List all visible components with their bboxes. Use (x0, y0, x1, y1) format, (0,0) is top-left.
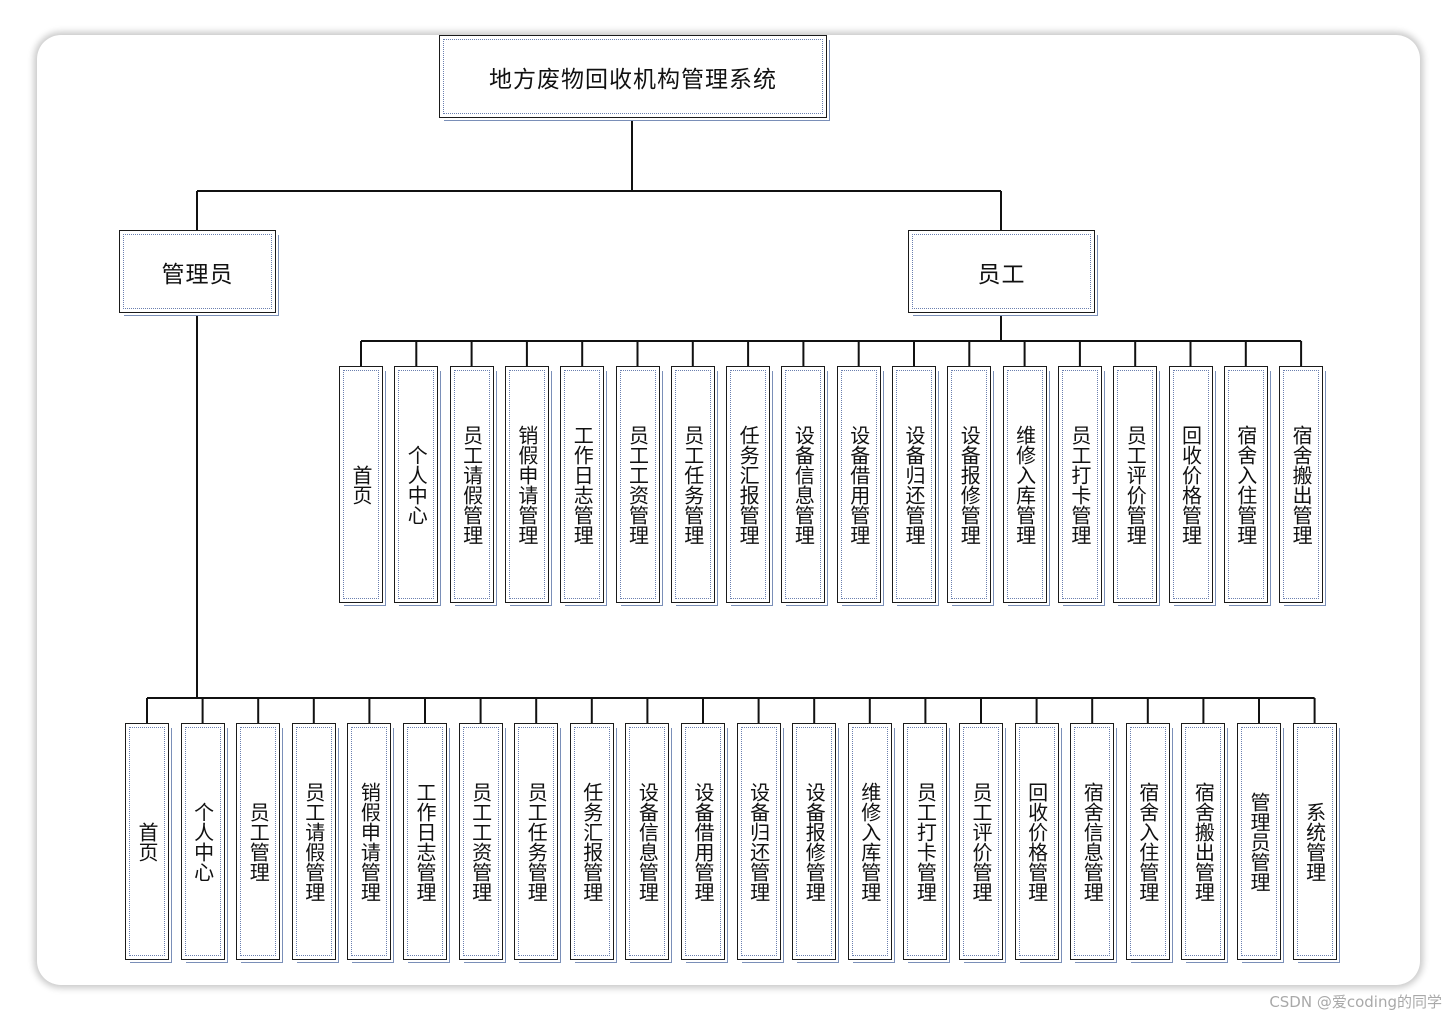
module-node: 系统管理 (1292, 723, 1337, 960)
module-node: 设备归还管理 (736, 723, 781, 960)
staff-role-label: 员工 (977, 261, 1026, 288)
module-label: 工作日志管理 (413, 781, 437, 902)
module-label: 设备报修管理 (957, 424, 982, 545)
module-node: 首页 (125, 723, 169, 960)
module-node: 员工请假管理 (291, 723, 336, 960)
module-label: 员工管理 (246, 801, 271, 882)
module-label: 员工任务管理 (680, 424, 705, 545)
module-label: 宿舍信息管理 (1080, 781, 1105, 902)
module-label: 设备报修管理 (802, 781, 827, 902)
module-node: 个人中心 (394, 366, 439, 603)
module-node: 管理员管理 (1237, 723, 1281, 960)
module-label: 宿舍入住管理 (1233, 424, 1258, 545)
module-node: 设备报修管理 (947, 366, 992, 603)
module-label: 维修入库管理 (857, 781, 882, 902)
module-label: 维修入库管理 (1012, 424, 1037, 545)
module-label: 员工评价管理 (969, 781, 993, 902)
module-label: 销假申请管理 (514, 424, 539, 545)
module-label: 工作日志管理 (570, 424, 595, 545)
module-node: 任务汇报管理 (569, 723, 614, 960)
module-node: 销假申请管理 (347, 723, 392, 960)
module-node: 员工任务管理 (514, 723, 559, 960)
module-label: 员工打卡管理 (1067, 424, 1092, 545)
module-label: 员工工资管理 (625, 424, 650, 545)
module-node: 员工打卡管理 (1057, 366, 1102, 603)
module-label: 首页 (135, 821, 159, 862)
module-label: 员工请假管理 (301, 781, 326, 902)
module-label: 系统管理 (1302, 801, 1327, 882)
module-label: 任务汇报管理 (579, 781, 604, 902)
module-label: 个人中心 (404, 444, 429, 525)
module-node: 工作日志管理 (560, 366, 605, 603)
module-label: 个人中心 (190, 801, 215, 882)
module-label: 设备信息管理 (791, 424, 816, 545)
module-label: 设备信息管理 (635, 781, 660, 902)
module-node: 设备借用管理 (836, 366, 881, 603)
staff-role-node: 员工 (908, 230, 1095, 313)
module-label: 员工打卡管理 (913, 781, 938, 902)
module-node: 宿舍搬出管理 (1279, 366, 1324, 603)
module-node: 设备报修管理 (792, 723, 837, 960)
module-label: 回收价格管理 (1024, 781, 1049, 902)
module-label: 销假申请管理 (357, 781, 382, 902)
module-node: 员工打卡管理 (903, 723, 948, 960)
watermark: CSDN @爱coding的同学 (1269, 993, 1442, 1011)
root-label: 地方废物回收机构管理系统 (489, 66, 777, 93)
module-node: 设备借用管理 (681, 723, 725, 960)
module-label: 员工工资管理 (468, 781, 493, 902)
module-node: 员工评价管理 (1113, 366, 1158, 603)
module-node: 工作日志管理 (403, 723, 447, 960)
module-node: 个人中心 (180, 723, 225, 960)
module-node: 设备信息管理 (625, 723, 670, 960)
module-label: 员工任务管理 (524, 781, 549, 902)
module-node: 回收价格管理 (1014, 723, 1059, 960)
module-label: 回收价格管理 (1178, 424, 1203, 545)
module-node: 宿舍入住管理 (1125, 723, 1170, 960)
module-node: 员工管理 (236, 723, 281, 960)
module-node: 员工工资管理 (458, 723, 503, 960)
module-node: 设备信息管理 (781, 366, 826, 603)
module-node: 员工任务管理 (670, 366, 715, 603)
module-node: 维修入库管理 (847, 723, 892, 960)
admin-role-node: 管理员 (119, 230, 276, 313)
module-node: 首页 (339, 366, 383, 603)
module-node: 宿舍搬出管理 (1181, 723, 1226, 960)
module-label: 设备借用管理 (846, 424, 871, 545)
module-label: 宿舍搬出管理 (1191, 781, 1216, 902)
module-label: 设备借用管理 (691, 781, 715, 902)
module-node: 任务汇报管理 (726, 366, 771, 603)
module-label: 宿舍搬出管理 (1289, 424, 1314, 545)
module-node: 员工评价管理 (959, 723, 1003, 960)
module-node: 回收价格管理 (1168, 366, 1213, 603)
module-node: 宿舍入住管理 (1223, 366, 1268, 603)
module-label: 任务汇报管理 (736, 424, 761, 545)
module-label: 宿舍入住管理 (1135, 781, 1160, 902)
admin-role-label: 管理员 (161, 261, 234, 288)
module-label: 设备归还管理 (746, 781, 771, 902)
module-node: 员工请假管理 (449, 366, 494, 603)
module-node: 员工工资管理 (615, 366, 660, 603)
module-label: 员工评价管理 (1123, 424, 1148, 545)
module-label: 管理员管理 (1247, 791, 1271, 892)
root-node: 地方废物回收机构管理系统 (439, 35, 827, 118)
module-label: 员工请假管理 (459, 424, 484, 545)
module-node: 设备归还管理 (892, 366, 936, 603)
module-label: 设备归还管理 (902, 424, 926, 545)
module-node: 维修入库管理 (1002, 366, 1047, 603)
module-label: 首页 (349, 464, 373, 505)
module-node: 销假申请管理 (504, 366, 549, 603)
module-node: 宿舍信息管理 (1070, 723, 1115, 960)
